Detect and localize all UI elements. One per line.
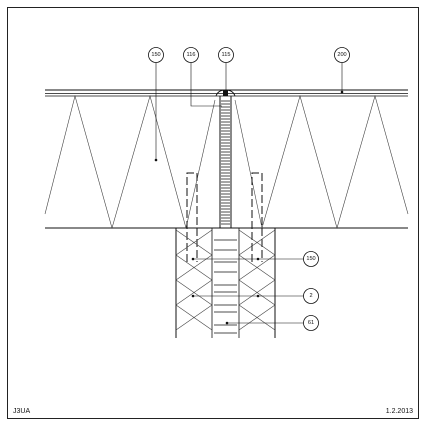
callout-116: 116 (183, 47, 199, 63)
callout-61: 61 (303, 315, 319, 331)
insulation-zigzag-right (234, 94, 409, 230)
drawing-code: J3UA (13, 408, 30, 415)
sheet-frame (7, 7, 419, 419)
insulation-zigzag-left (44, 94, 216, 230)
svg-text:150: 150 (151, 52, 160, 58)
callout-150-side: 150 (303, 251, 319, 267)
leader-lines (155, 62, 343, 324)
svg-text:61: 61 (308, 320, 314, 326)
beam-hatching (175, 229, 276, 331)
svg-text:200: 200 (337, 52, 346, 58)
svg-text:115: 115 (222, 52, 231, 58)
svg-text:116: 116 (187, 52, 196, 58)
joint-profile (215, 89, 236, 228)
beam-centre-ticks (214, 239, 237, 334)
svg-text:150: 150 (306, 256, 315, 262)
callout-200: 200 (334, 47, 350, 63)
callout-115: 115 (218, 47, 234, 63)
dashed-brackets (186, 172, 263, 262)
drawing-date: 1.2.2013 (386, 408, 413, 415)
svg-text:2: 2 (309, 293, 312, 299)
leader-dots (154, 90, 344, 325)
support-beam (175, 228, 276, 338)
callout-2: 2 (303, 288, 319, 304)
callout-150-top: 150 (148, 47, 164, 63)
